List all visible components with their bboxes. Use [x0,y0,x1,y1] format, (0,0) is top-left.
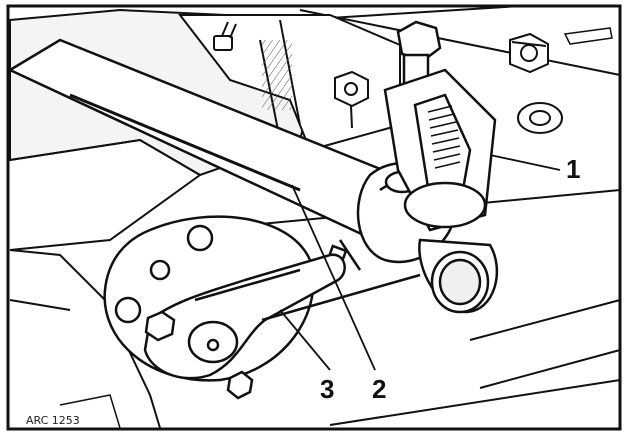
top-right-mark [563,27,613,45]
threaded-screw [427,105,461,169]
callout-3: 3 [320,374,334,404]
puller-tool [383,20,499,314]
reference-corner [59,394,121,429]
leader-lines [261,154,561,371]
callout-1: 1 [566,154,580,184]
figure-reference: ARC 1253 [26,414,80,427]
leader-1 [489,154,561,171]
leader-3 [279,309,331,371]
washer [517,102,563,134]
nut-center [334,70,369,129]
castle-nut [509,32,549,74]
callout-2: 2 [372,374,386,404]
drop-arm-lever [143,253,346,400]
mounting-bracket [177,14,401,152]
stud-left [213,21,237,51]
leader-2 [291,184,376,371]
